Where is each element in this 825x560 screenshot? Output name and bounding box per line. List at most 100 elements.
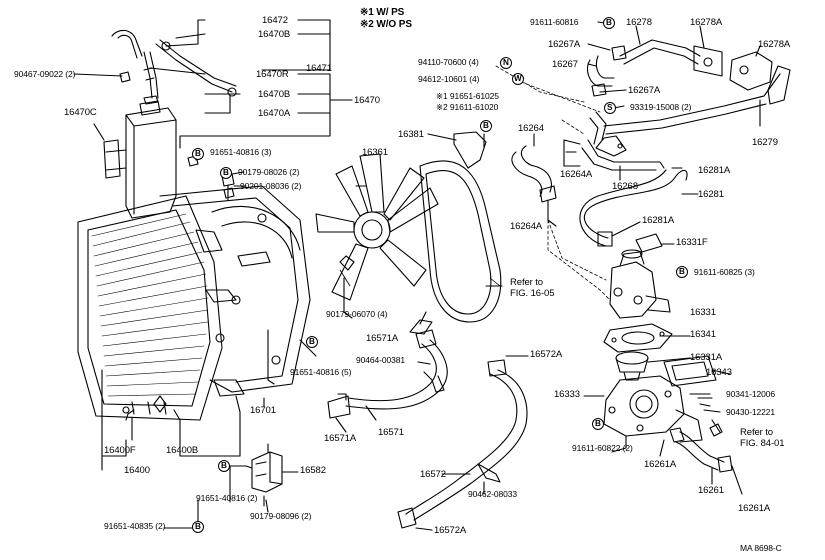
label-91651-40816-3: 91651-40816 (3) bbox=[210, 147, 272, 157]
label-16341: 16341 bbox=[690, 329, 716, 340]
label-16261a-upper: 16261A bbox=[644, 459, 677, 470]
badge-w: W bbox=[514, 74, 522, 83]
legend-without-ps: ※2 W/O PS bbox=[360, 19, 412, 30]
label-91651-40816-2: 91651-40816 (2) bbox=[196, 493, 258, 503]
hose-16571 bbox=[327, 329, 448, 419]
label-90179-06070: 90179-06070 (4) bbox=[326, 309, 388, 319]
badge-b: B bbox=[223, 168, 229, 177]
pipe-16279 bbox=[603, 65, 791, 135]
label-91611-60825: 91611-60825 (3) bbox=[694, 267, 755, 277]
water-outlet bbox=[609, 249, 671, 319]
reservoir-hoses bbox=[111, 29, 237, 167]
label-94110-70600: 94110-70600 (4) bbox=[418, 57, 479, 67]
badge-b: B bbox=[483, 121, 489, 130]
label-16470b-lower: 16470B bbox=[258, 89, 291, 100]
badge-b: B bbox=[195, 522, 201, 531]
label-16278: 16278 bbox=[626, 17, 652, 28]
label-16331: 16331 bbox=[690, 307, 716, 318]
label-16470b-upper: 16470B bbox=[258, 29, 291, 40]
label-16701: 16701 bbox=[250, 405, 276, 416]
radiator bbox=[77, 195, 245, 421]
label-16470c: 16470C bbox=[64, 107, 97, 118]
label-91611-60816: 91611-60816 bbox=[530, 17, 579, 27]
label-16470r: 16470R bbox=[256, 69, 289, 80]
label-16361: 16361 bbox=[362, 147, 388, 158]
label-16333: 16333 bbox=[554, 389, 580, 400]
label-94612-10601: 94612-10601 (4) bbox=[418, 74, 480, 84]
label-16331a: 16331A bbox=[690, 352, 723, 363]
label-16264a-upper: 16264A bbox=[560, 169, 593, 180]
label-16572a-upper: 16572A bbox=[530, 349, 563, 360]
label-16571: 16571 bbox=[378, 427, 404, 438]
label-90464-00381: 90464-00381 bbox=[356, 355, 406, 365]
pipe-16268 bbox=[581, 135, 665, 171]
badge-n: N bbox=[503, 58, 509, 67]
label-16471: 16471 bbox=[306, 63, 332, 74]
label-16571a-lower: 16571A bbox=[324, 433, 357, 444]
drawing-code: MA 8698-C bbox=[740, 543, 782, 553]
badge-b: B bbox=[195, 149, 201, 158]
label-16281a-lower: 16281A bbox=[642, 215, 675, 226]
label-16572a-lower: 16572A bbox=[434, 525, 467, 536]
label-16278a-lower: 16278A bbox=[758, 39, 791, 50]
label-16267: 16267 bbox=[552, 59, 578, 70]
drive-belt bbox=[419, 160, 502, 323]
label-16279: 16279 bbox=[752, 137, 778, 148]
reservoir-tank bbox=[103, 95, 177, 219]
label-90430-12221: 90430-12221 bbox=[726, 407, 776, 417]
badge-s: S bbox=[607, 103, 613, 112]
label-91651-40816-5: 91651-40816 (5) bbox=[290, 367, 352, 377]
label-16571a-upper: 16571A bbox=[366, 333, 399, 344]
label-90462-08033: 90462-08033 bbox=[468, 489, 518, 499]
label-91651-40835: 91651-40835 (2) bbox=[104, 521, 166, 531]
cooling-fan bbox=[315, 153, 439, 301]
label-16470: 16470 bbox=[354, 95, 380, 106]
label-90341-12006: 90341-12006 bbox=[726, 389, 776, 399]
badge-b: B bbox=[679, 267, 685, 276]
label-91611-60822: 91611-60822 (2) bbox=[572, 443, 633, 453]
hose-16267 bbox=[587, 45, 627, 97]
label-16261: 16261 bbox=[698, 485, 724, 496]
label-16343: 16343 bbox=[706, 367, 732, 378]
hose-16261 bbox=[669, 427, 733, 473]
label-16281: 16281 bbox=[698, 189, 724, 200]
label-16278a-upper: 16278A bbox=[690, 17, 723, 28]
refer-fig-16-05-line2: FIG. 16-05 bbox=[510, 288, 555, 299]
legend-with-ps: ※1 W/ PS bbox=[360, 7, 405, 18]
refer-fig-84-01-line2: FIG. 84-01 bbox=[740, 438, 785, 449]
pipe-16278 bbox=[619, 39, 773, 91]
label-16400f: 16400F bbox=[104, 445, 136, 456]
label-16381: 16381 bbox=[398, 129, 424, 140]
label-16331f: 16331F bbox=[676, 237, 708, 248]
hose-16281 bbox=[579, 169, 688, 247]
gasket-16341 bbox=[603, 323, 673, 353]
refer-fig-16-05-line1: Refer to bbox=[510, 277, 543, 288]
label-16261a-lower: 16261A bbox=[738, 503, 771, 514]
label-16582: 16582 bbox=[300, 465, 326, 476]
label-16264a-lower: 16264A bbox=[510, 221, 543, 232]
label-16268: 16268 bbox=[612, 181, 638, 192]
label-16267a-lower: 16267A bbox=[628, 85, 661, 96]
label-90201-08036: 90201-08036 (2) bbox=[240, 181, 302, 191]
label-16264: 16264 bbox=[518, 123, 544, 134]
badge-b: B bbox=[595, 419, 601, 428]
label-91611-61020: ※2 91611-61020 bbox=[436, 102, 499, 112]
badge-b: B bbox=[309, 337, 315, 346]
label-16281a-upper: 16281A bbox=[698, 165, 731, 176]
label-16400b: 16400B bbox=[166, 445, 199, 456]
label-91651-61025: ※1 91651-61025 bbox=[436, 91, 499, 101]
label-90467-09022: 90467-09022 (2) bbox=[14, 69, 76, 79]
label-93319-15008: 93319-15008 (2) bbox=[630, 102, 692, 112]
gasket-16343 bbox=[663, 355, 717, 387]
fan-shroud bbox=[159, 185, 311, 393]
label-16472: 16472 bbox=[262, 15, 288, 26]
hose-16264 bbox=[511, 145, 557, 203]
refer-fig-84-01-line1: Refer to bbox=[740, 427, 773, 438]
bracket-16582 bbox=[251, 451, 283, 493]
label-16572: 16572 bbox=[420, 469, 446, 480]
label-16470a: 16470A bbox=[258, 108, 291, 119]
label-16267a-upper: 16267A bbox=[548, 39, 581, 50]
badge-b: B bbox=[606, 18, 612, 27]
